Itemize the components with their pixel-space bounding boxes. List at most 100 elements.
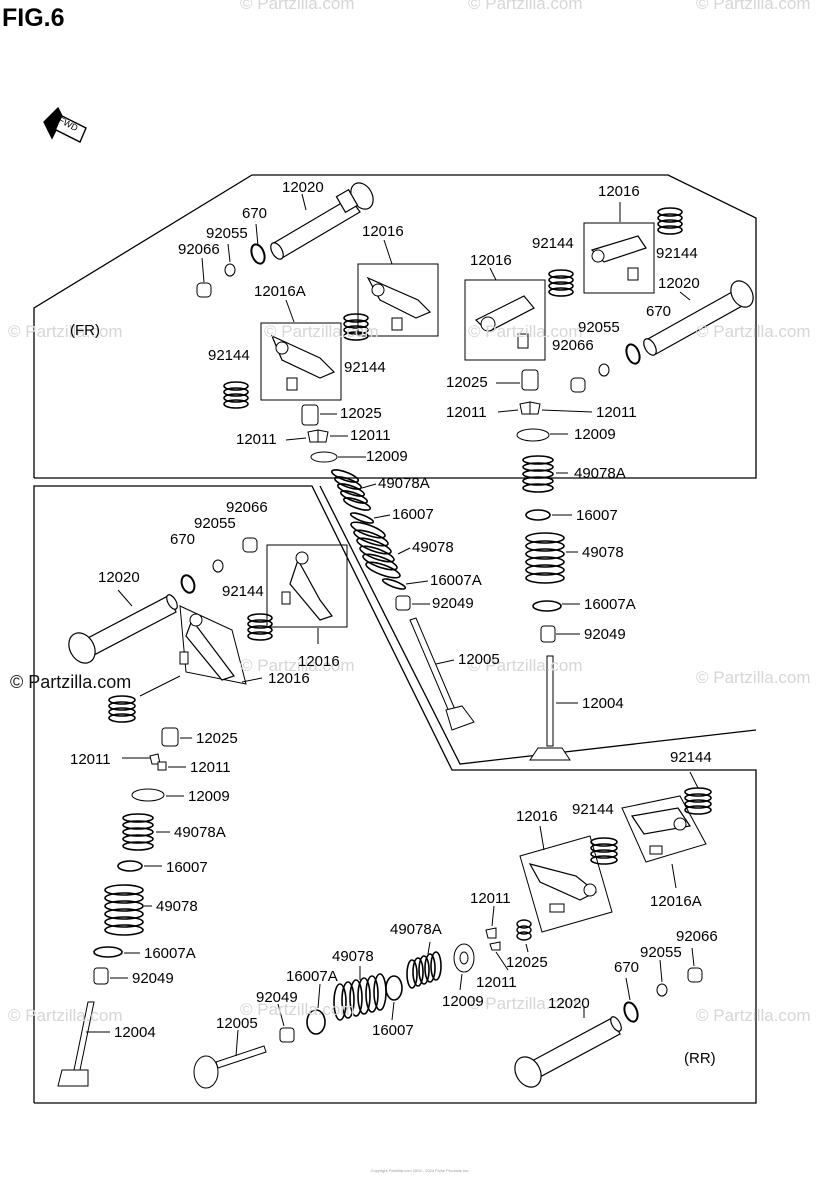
rr-oring-670: [623, 1001, 639, 1023]
part-label[interactable]: 49078: [412, 539, 454, 556]
part-label[interactable]: 49078: [582, 544, 624, 561]
part-label[interactable]: 12016A: [650, 893, 702, 910]
part-label[interactable]: 92066: [676, 928, 718, 945]
part-label[interactable]: 12005: [458, 651, 500, 668]
part-label[interactable]: 92144: [656, 245, 698, 262]
part-label[interactable]: 92066: [226, 499, 268, 516]
part-label[interactable]: 12016: [298, 653, 340, 670]
part-label[interactable]: 16007: [372, 1022, 414, 1039]
part-label[interactable]: 49078A: [174, 824, 226, 841]
part-label[interactable]: 12020: [548, 995, 590, 1012]
part-label[interactable]: 16007A: [584, 596, 636, 613]
r-seal-92049: [540, 625, 556, 643]
part-label[interactable]: 12025: [506, 954, 548, 971]
watermark: © Partzilla.com: [696, 322, 811, 341]
part-label[interactable]: 12020: [282, 179, 324, 196]
part-label[interactable]: 92066: [552, 337, 594, 354]
part-label[interactable]: 12020: [98, 569, 140, 586]
fr-seat-16007: [349, 512, 375, 524]
part-label[interactable]: 92055: [640, 944, 682, 961]
l-keepers-12011: [149, 753, 167, 771]
part-label[interactable]: 12009: [366, 448, 408, 465]
part-label[interactable]: 12016A: [254, 283, 306, 300]
fr-keepers-12011: [307, 429, 329, 443]
l-cap-92066: [242, 537, 258, 553]
fr-retainer-12009: [310, 451, 338, 463]
rr-seal-92049: [279, 1027, 295, 1043]
part-label[interactable]: 12020: [658, 275, 700, 292]
part-label[interactable]: 92055: [578, 319, 620, 336]
part-label[interactable]: 92049: [132, 970, 174, 987]
part-label[interactable]: 16007: [166, 859, 208, 876]
part-label[interactable]: 49078: [156, 898, 198, 915]
l-spring-92144-lower: [108, 695, 136, 723]
part-label[interactable]: 12011: [470, 890, 511, 907]
part-label[interactable]: 670: [242, 205, 268, 222]
part-label[interactable]: 12016: [516, 808, 558, 825]
l-rocker-box-12016-lower: [179, 605, 247, 685]
part-label[interactable]: 670: [170, 531, 196, 548]
part-label[interactable]: 92144: [670, 749, 712, 766]
part-label[interactable]: 12011: [190, 759, 231, 776]
inner-divider: [319, 485, 757, 765]
rr-rocker-box-12016: [519, 835, 613, 933]
part-label[interactable]: 92049: [584, 626, 626, 643]
l-seat-16007: [117, 860, 143, 872]
r-spring-49078: [525, 532, 565, 584]
fr-spring-49078: [350, 521, 401, 579]
r-retainer-12009: [516, 428, 550, 442]
part-label[interactable]: 12005: [216, 1015, 258, 1032]
part-label[interactable]: 12011: [350, 427, 391, 444]
part-label[interactable]: 12016: [362, 223, 404, 240]
part-label[interactable]: 12011: [70, 751, 111, 768]
part-label[interactable]: 49078A: [378, 475, 430, 492]
l-washer-92055: [212, 559, 224, 573]
part-label[interactable]: 92144: [222, 583, 264, 600]
part-label[interactable]: 16007A: [144, 945, 196, 962]
l-seat-16007A: [93, 946, 123, 958]
part-label[interactable]: 92144: [208, 347, 250, 364]
rr-rocker-shaft: [514, 1016, 622, 1088]
part-label[interactable]: 12011: [476, 974, 517, 991]
part-label[interactable]: 16007: [392, 506, 434, 523]
part-label[interactable]: 92049: [256, 989, 298, 1006]
part-label[interactable]: 92144: [344, 359, 386, 376]
part-label[interactable]: 12025: [196, 730, 238, 747]
part-label[interactable]: 12009: [574, 426, 616, 443]
part-label[interactable]: 12016: [598, 183, 640, 200]
l-oring-670: [180, 574, 196, 594]
part-label[interactable]: 92144: [572, 801, 614, 818]
part-label[interactable]: 12011: [446, 404, 487, 421]
part-label[interactable]: 12011: [236, 431, 277, 448]
part-label[interactable]: 12025: [340, 405, 382, 422]
part-label[interactable]: 16007: [576, 507, 618, 524]
r-spring-49078A: [522, 455, 554, 493]
leader-lines: [86, 193, 699, 1057]
part-label[interactable]: 12009: [188, 788, 230, 805]
part-label[interactable]: 670: [646, 303, 672, 320]
part-label[interactable]: 92055: [194, 515, 236, 532]
watermark: © Partzilla.com: [468, 322, 583, 341]
watermark: © Partzilla.com: [240, 0, 355, 13]
part-label[interactable]: 92049: [432, 595, 474, 612]
part-label[interactable]: 12016: [268, 670, 310, 687]
part-label[interactable]: 12004: [114, 1024, 156, 1041]
part-label[interactable]: 12025: [446, 374, 488, 391]
rr-spring-92144-top: [684, 787, 712, 815]
part-label[interactable]: 49078: [332, 948, 374, 965]
part-label[interactable]: 670: [614, 959, 640, 976]
part-label[interactable]: 16007A: [286, 968, 338, 985]
part-label[interactable]: 92066: [178, 241, 220, 258]
part-label[interactable]: 92144: [532, 235, 574, 252]
fr-washer-92055: [224, 263, 236, 277]
part-label[interactable]: 12011: [596, 404, 637, 421]
part-label[interactable]: 49078A: [574, 465, 626, 482]
part-label[interactable]: 16007A: [430, 572, 482, 589]
rr-retainer-12009: [453, 943, 475, 973]
section-label-rear: (RR): [684, 1050, 716, 1067]
part-label[interactable]: 92055: [206, 225, 248, 242]
part-label[interactable]: 12009: [442, 993, 484, 1010]
part-label[interactable]: 12004: [582, 695, 624, 712]
part-label[interactable]: 12016: [470, 252, 512, 269]
part-label[interactable]: 49078A: [390, 921, 442, 938]
